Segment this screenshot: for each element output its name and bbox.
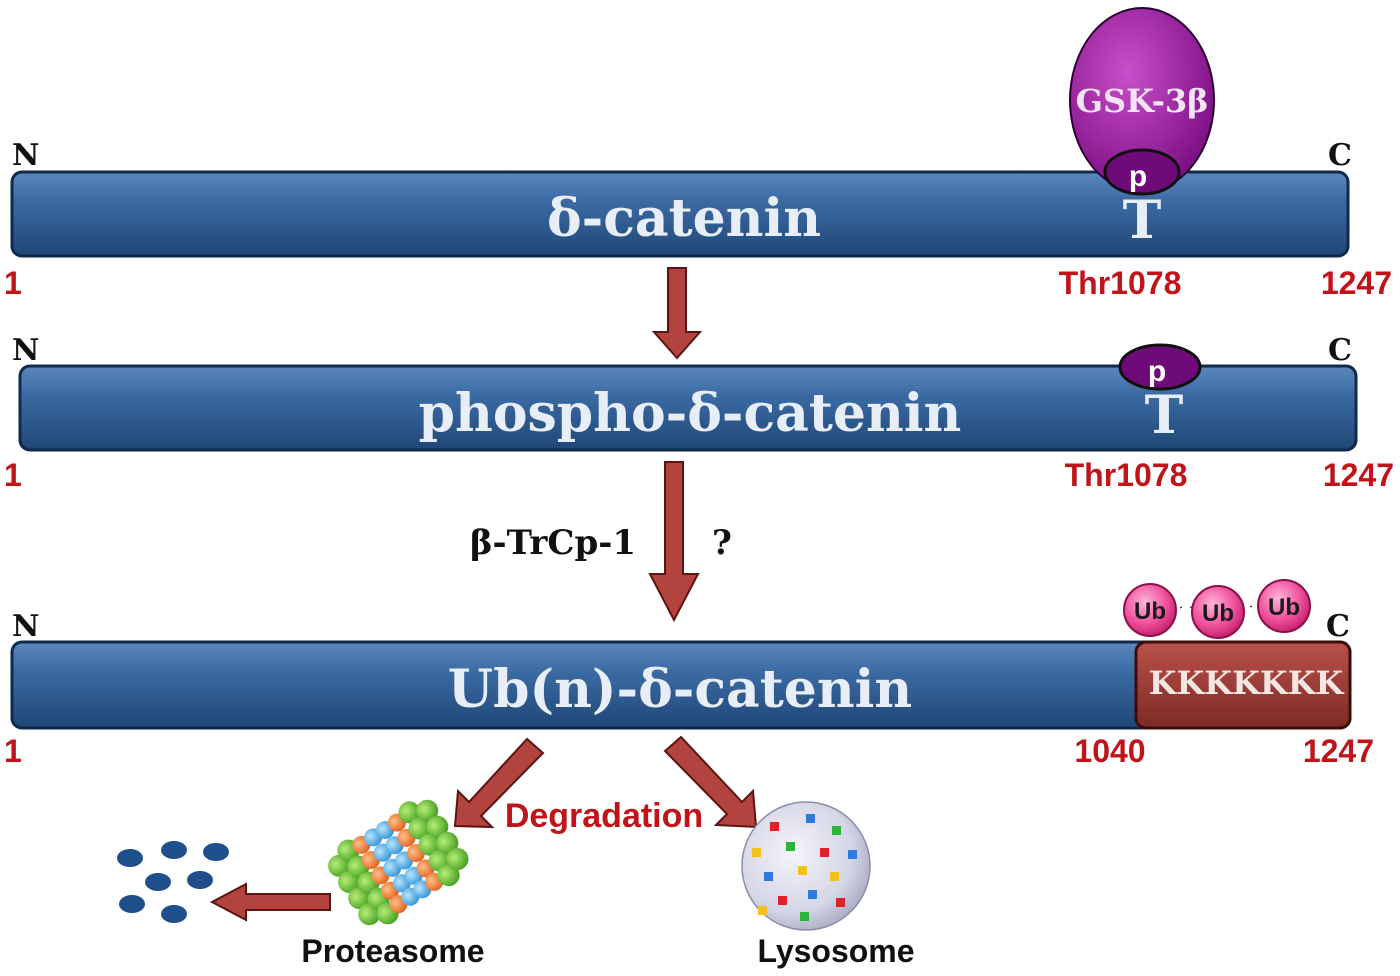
ubiquitin-2 (1191, 585, 1245, 639)
ubiquitin-1-label: Ub (1134, 598, 1166, 625)
bar2-threonine: T (1145, 385, 1184, 446)
bar3-c-terminus: C (1326, 609, 1350, 644)
bar3-lysine-start: 1040 (1074, 733, 1145, 769)
bar2-phospho-group (1118, 343, 1202, 391)
bar3-start-residue: 1 (4, 733, 22, 769)
delta-catenin-title: δ-catenin (547, 188, 821, 249)
bar2-phospho-label: p (1148, 355, 1166, 388)
proteasome-complex (328, 799, 469, 926)
lysine-region-label: KKKKKKK (1149, 664, 1345, 702)
bar1-start-residue: 1 (4, 265, 22, 301)
ubiquitination-arrow (648, 461, 700, 623)
peptide-release-arrow (209, 882, 331, 922)
proteasome-label: Proteasome (301, 933, 484, 969)
lysosome-arrow (663, 735, 758, 829)
delta-catenin-bar (10, 170, 1350, 258)
ubiquitin-3 (1257, 579, 1311, 633)
ub-delta-catenin-title: Ub(n)-δ-catenin (448, 659, 912, 720)
ubiquitin-2-label: Ub (1202, 600, 1234, 627)
bar1-c-terminus: C (1328, 138, 1352, 173)
btrcp1-label: β-TrCp-1 (470, 523, 636, 563)
bar1-phospho-group (1103, 148, 1181, 196)
bar2-c-terminus: C (1328, 333, 1352, 368)
bar1-phospho-label: p (1129, 160, 1147, 193)
bar3-n-terminus: N (12, 609, 39, 644)
ubiquitin-3-label: Ub (1268, 594, 1300, 621)
peptide-fragments (117, 841, 229, 923)
bar1-site-label: Thr1078 (1059, 265, 1182, 301)
bar2-start-residue: 1 (4, 457, 22, 493)
phosphorylation-arrow (651, 267, 703, 360)
unknown-ligase-label: ? (712, 523, 732, 563)
bar1-n-terminus: N (12, 138, 39, 173)
bar1-end-residue: 1247 (1321, 265, 1392, 301)
lysosome-organelle (741, 801, 871, 931)
phospho-delta-catenin-bar (18, 364, 1358, 452)
ubiquitin-1 (1123, 583, 1177, 637)
bar3-end-residue: 1247 (1303, 733, 1374, 769)
delta-catenin-group: N C δ-catenin GSK-3β p T 1 Thr1078 1247 (4, 7, 1392, 301)
bar1-threonine: T (1123, 190, 1162, 251)
proteasome-arrow (453, 737, 545, 829)
lysine-rich-region (1134, 640, 1352, 730)
phospho-delta-catenin-group: N C phospho-δ-catenin p T 1 Thr1078 1247 (4, 333, 1394, 493)
bar2-site-label: Thr1078 (1065, 457, 1188, 493)
ubiquitinated-delta-catenin-group: N C KKKKKKK Ub(n)-δ-catenin Ub Ub Ub 1 1… (4, 579, 1374, 769)
bar2-n-terminus: N (12, 333, 39, 368)
gsk3b-label: GSK-3β (1076, 82, 1209, 120)
bar2-end-residue: 1247 (1323, 457, 1394, 493)
degradation-label: Degradation (505, 797, 703, 835)
lysosome-label: Lysosome (757, 933, 914, 969)
phospho-delta-catenin-title: phospho-δ-catenin (419, 383, 962, 444)
